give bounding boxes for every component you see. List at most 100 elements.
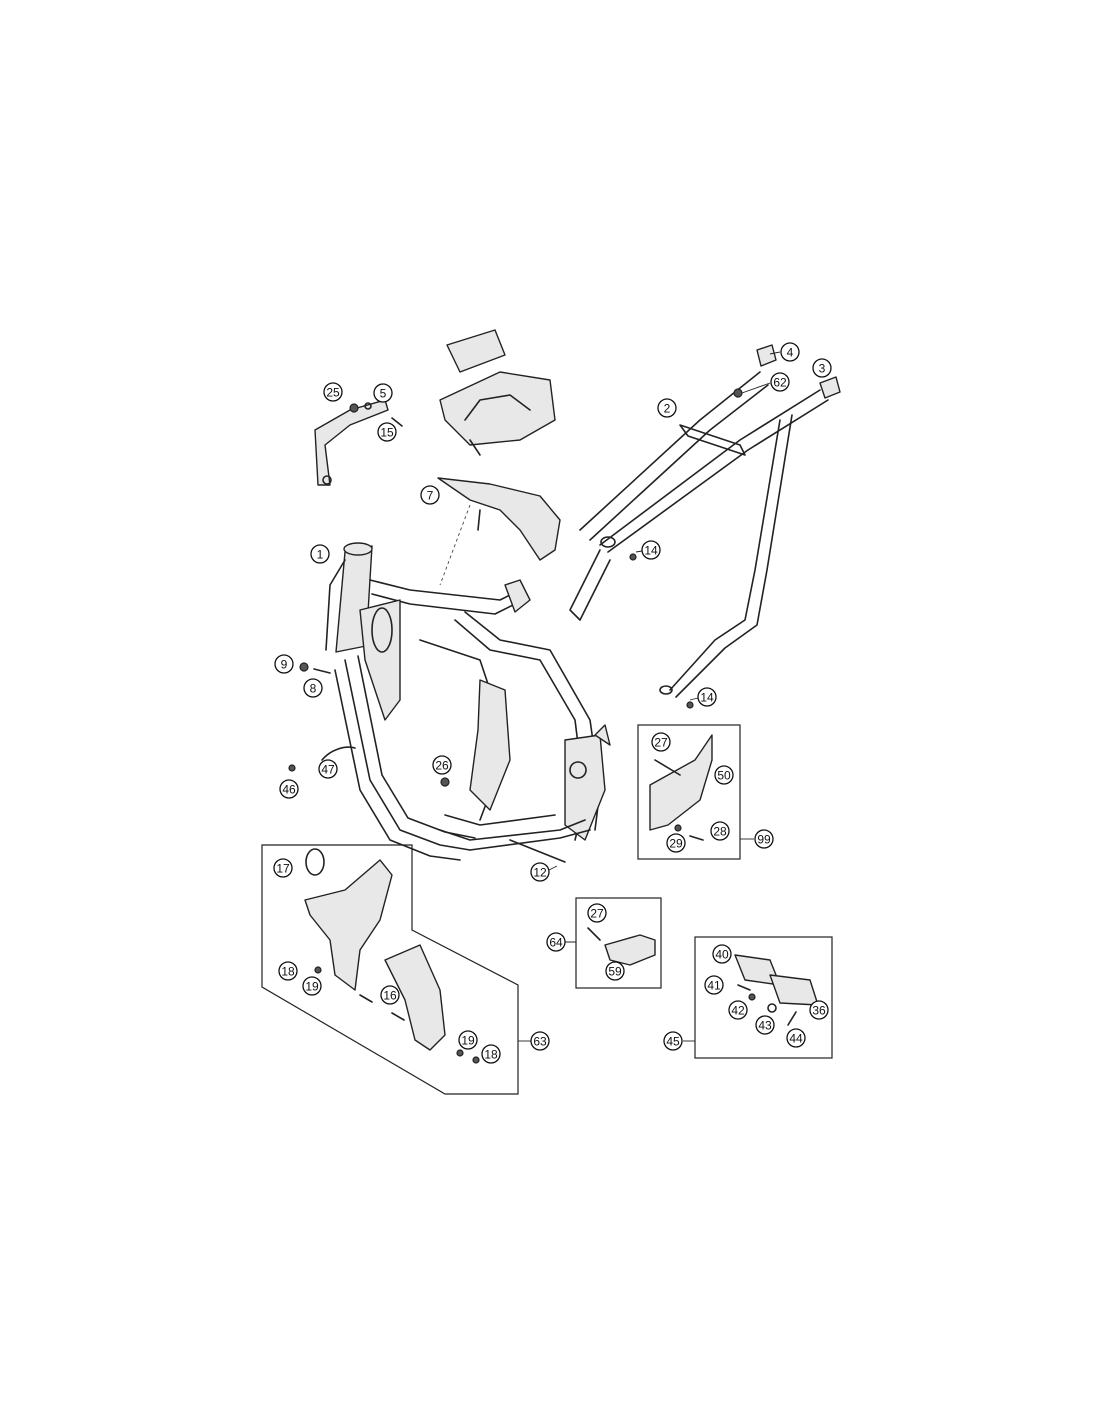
callout-number: 17 — [276, 862, 290, 876]
callout-number: 29 — [669, 837, 683, 851]
callout-circle — [546, 932, 566, 952]
callout-17: 17 — [273, 858, 293, 878]
callout-number: 14 — [644, 544, 658, 558]
callout-number: 26 — [435, 759, 449, 773]
callout-circle — [373, 383, 393, 403]
callout-circle — [318, 759, 338, 779]
callout-circle — [420, 485, 440, 505]
callout-circle — [786, 1028, 806, 1048]
callout-number: 15 — [380, 426, 394, 440]
callout-number: 50 — [717, 769, 731, 783]
callout-number: 36 — [812, 1004, 826, 1018]
callout-circle — [380, 985, 400, 1005]
callout-14: 14 — [641, 540, 661, 560]
callout-16: 16 — [380, 985, 400, 1005]
callout-19: 19 — [302, 976, 322, 996]
callout-number: 42 — [731, 1004, 745, 1018]
subframe-end-plugs — [756, 344, 841, 399]
callout-50: 50 — [714, 765, 734, 785]
callout-circle — [712, 944, 732, 964]
callout-circle — [770, 372, 790, 392]
callout-number: 18 — [484, 1048, 498, 1062]
callout-circle — [302, 976, 322, 996]
callout-15: 15 — [377, 422, 397, 442]
callout-36: 36 — [809, 1000, 829, 1020]
callout-47: 47 — [318, 759, 338, 779]
callout-circle — [323, 382, 343, 402]
callout-number: 41 — [707, 979, 721, 993]
callout-62: 62 — [770, 372, 790, 392]
small-hardware — [288, 388, 743, 863]
chain-slider — [587, 927, 656, 966]
callout-19: 19 — [458, 1030, 478, 1050]
callout-circle — [274, 654, 294, 674]
callout-number: 27 — [590, 907, 604, 921]
callout-circle — [530, 862, 550, 882]
callout-circle — [377, 422, 397, 442]
callout-number: 64 — [549, 936, 563, 950]
main-frame — [325, 542, 611, 861]
callout-number: 3 — [819, 362, 826, 376]
callout-99: 99 — [754, 829, 774, 849]
callout-number: 1 — [317, 548, 324, 562]
callout-2: 2 — [657, 398, 677, 418]
callout-18: 18 — [481, 1044, 501, 1064]
callout-circle — [780, 342, 800, 362]
callout-number: 2 — [664, 402, 671, 416]
callout-circle — [278, 961, 298, 981]
rear-subframe — [569, 371, 829, 698]
callout-circle — [605, 961, 625, 981]
callout-circle — [666, 833, 686, 853]
callout-circle — [663, 1031, 683, 1051]
chain-slider-box — [575, 897, 662, 989]
callout-number: 47 — [321, 763, 335, 777]
callout-number: 14 — [700, 691, 714, 705]
callout-number: 5 — [380, 387, 387, 401]
callout-9: 9 — [274, 654, 294, 674]
part-callouts: 1234578912141415161718181919252627272829… — [273, 342, 832, 1064]
callout-number: 44 — [789, 1032, 803, 1046]
callout-circle — [641, 540, 661, 560]
callout-number: 45 — [666, 1035, 680, 1049]
callout-number: 18 — [281, 965, 295, 979]
callout-circle — [697, 687, 717, 707]
callout-number: 4 — [787, 346, 794, 360]
callout-44: 44 — [786, 1028, 806, 1048]
footpeg-assembly — [734, 954, 819, 1026]
callout-circle — [710, 821, 730, 841]
callout-number: 43 — [758, 1019, 772, 1033]
frame-protector-box — [261, 844, 519, 1095]
callout-circle — [458, 1030, 478, 1050]
callout-circle — [714, 765, 734, 785]
callout-41: 41 — [704, 975, 724, 995]
callout-number: 46 — [282, 783, 296, 797]
callout-27: 27 — [587, 903, 607, 923]
callout-27: 27 — [651, 732, 671, 752]
callout-number: 12 — [533, 866, 547, 880]
callout-4: 4 — [780, 342, 800, 362]
callout-number: 8 — [310, 682, 317, 696]
callout-circle — [303, 678, 323, 698]
callout-number: 27 — [654, 736, 668, 750]
callout-circle — [530, 1031, 550, 1051]
airbox-housing — [439, 329, 556, 456]
frame-protectors — [304, 848, 480, 1064]
callout-25: 25 — [323, 382, 343, 402]
callout-number: 7 — [427, 489, 434, 503]
callout-circle — [728, 1000, 748, 1020]
callout-number: 59 — [608, 965, 622, 979]
callout-number: 40 — [715, 948, 729, 962]
callout-number: 19 — [461, 1034, 475, 1048]
callout-63: 63 — [530, 1031, 550, 1051]
callout-59: 59 — [605, 961, 625, 981]
seat-bracket — [437, 477, 561, 586]
callout-12: 12 — [530, 862, 550, 882]
callout-45: 45 — [663, 1031, 683, 1051]
callout-5: 5 — [373, 383, 393, 403]
callout-number: 9 — [281, 658, 288, 672]
callout-40: 40 — [712, 944, 732, 964]
callout-number: 16 — [383, 989, 397, 1003]
callout-3: 3 — [812, 358, 832, 378]
callout-28: 28 — [710, 821, 730, 841]
callout-number: 63 — [533, 1035, 547, 1049]
